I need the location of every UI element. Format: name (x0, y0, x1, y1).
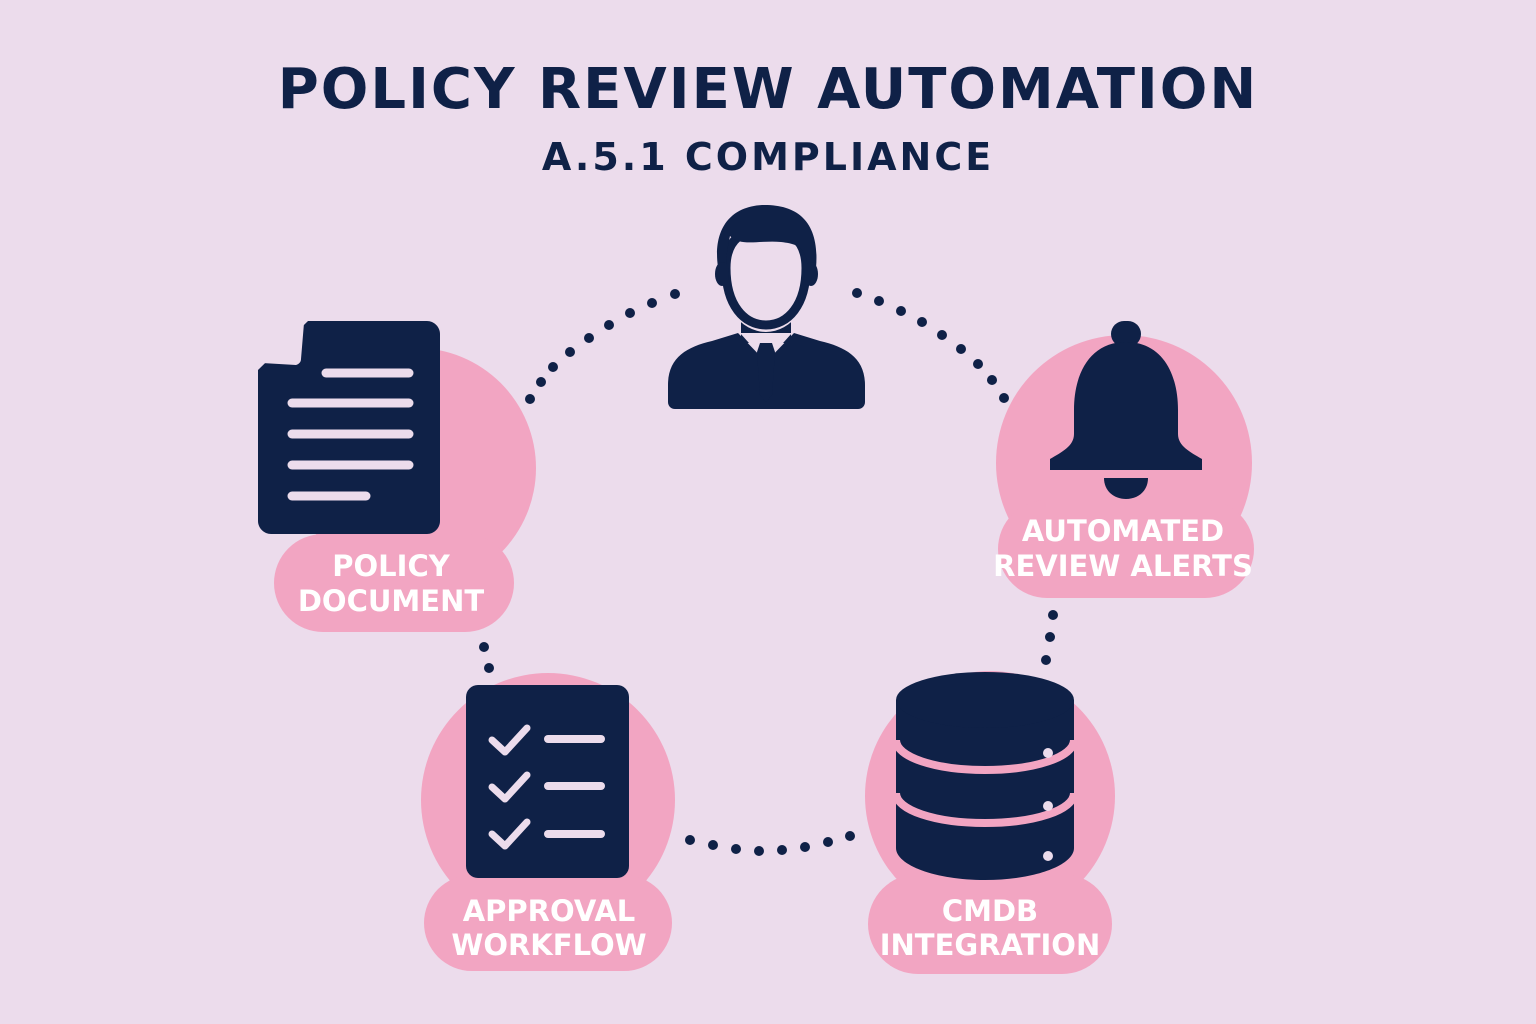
label-automated-review-alerts-line2: REVIEW ALERTS (993, 549, 1253, 583)
label-policy-document-line2: DOCUMENT (298, 584, 484, 618)
connector-dots (479, 288, 1058, 856)
bell-icon (1050, 321, 1202, 499)
label-automated-review-alerts-line1: AUTOMATED (1022, 514, 1224, 548)
node-reviewer (668, 204, 865, 409)
label-policy-document-line1: POLICY (332, 549, 450, 583)
person-icon (668, 204, 865, 409)
connector-alerts-to-cmdb (1041, 610, 1058, 665)
page-title: POLICY REVIEW AUTOMATION (277, 57, 1259, 122)
label-cmdb-integration-line1: CMDB (942, 894, 1038, 928)
label-approval-workflow-line1: APPROVAL (463, 894, 636, 928)
node-policy-document: POLICY DOCUMENT (258, 321, 536, 632)
node-approval-workflow: APPROVAL WORKFLOW (421, 673, 675, 971)
page-subtitle: A.5.1 COMPLIANCE (541, 135, 995, 179)
document-icon (258, 321, 440, 534)
node-automated-review-alerts: AUTOMATED REVIEW ALERTS (993, 321, 1254, 598)
connector-reviewer-to-document (525, 289, 680, 404)
label-cmdb-integration-line2: INTEGRATION (880, 928, 1100, 962)
connector-document-to-approval (479, 642, 494, 673)
node-cmdb-integration: CMDB INTEGRATION (865, 671, 1115, 974)
connector-approval-to-cmdb (685, 831, 855, 856)
database-icon (892, 672, 1078, 880)
connector-reviewer-to-alerts (852, 288, 1009, 403)
checklist-icon (466, 685, 629, 878)
label-approval-workflow-line2: WORKFLOW (451, 928, 646, 962)
